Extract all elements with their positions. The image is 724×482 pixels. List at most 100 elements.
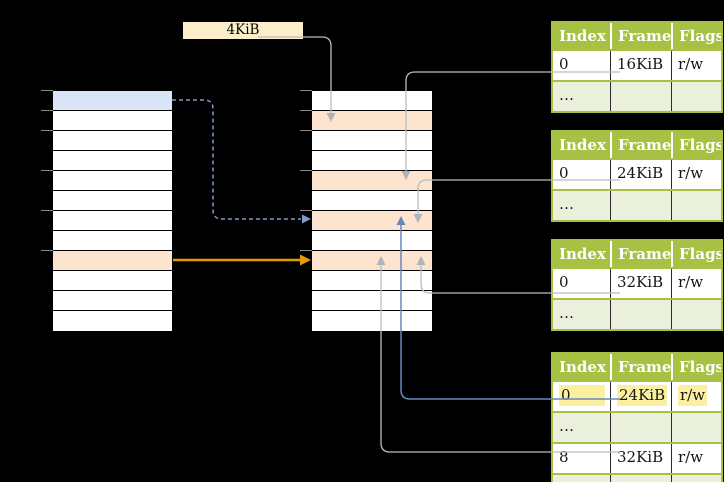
virtual-address-tick bbox=[41, 170, 53, 171]
virtual-memory-row-2 bbox=[53, 131, 172, 151]
virtual-memory-row-11 bbox=[53, 311, 172, 331]
entry-cell bbox=[610, 191, 671, 220]
physical-address-tick bbox=[300, 250, 312, 251]
page-table-entry: … bbox=[553, 80, 721, 111]
entry-cell bbox=[671, 191, 721, 220]
physical-memory-row-3 bbox=[312, 151, 432, 171]
page-table-entry: … bbox=[553, 298, 721, 329]
entry-cell: r/w bbox=[671, 444, 721, 473]
entry-cell: r/w bbox=[671, 382, 721, 411]
entry-cell: 0 bbox=[559, 55, 569, 73]
physical-address-tick bbox=[300, 130, 312, 131]
entry-cell bbox=[610, 475, 671, 482]
entry-cell: … bbox=[559, 195, 574, 213]
page-size-label: 4KiB bbox=[183, 22, 303, 39]
column-header-frame: Frame bbox=[610, 354, 671, 380]
virtual-address-tick bbox=[41, 210, 53, 211]
column-header-index: Index bbox=[559, 358, 606, 376]
highlighted-value: r/w bbox=[678, 385, 708, 406]
column-header-frame: Frame bbox=[610, 23, 671, 49]
column-header-index: Index bbox=[559, 136, 606, 154]
virtual-address-tick bbox=[41, 90, 53, 91]
virtual-memory-row-6 bbox=[53, 211, 172, 231]
entry-cell: … bbox=[559, 417, 574, 435]
page-table-entry: … bbox=[553, 411, 721, 442]
entry-cell: r/w bbox=[671, 51, 721, 80]
physical-memory-row-2 bbox=[312, 131, 432, 151]
physical-memory-row-9 bbox=[312, 271, 432, 291]
physical-memory-row-10 bbox=[312, 291, 432, 311]
entry-cell: 24KiB bbox=[610, 160, 671, 189]
physical-memory-row-7 bbox=[312, 231, 432, 251]
entry-cell: 0 bbox=[559, 273, 569, 291]
page-table-entry: … bbox=[553, 189, 721, 220]
physical-memory-row-4-orange bbox=[312, 171, 432, 191]
physical-memory-row-5 bbox=[312, 191, 432, 211]
virtual-memory-row-5 bbox=[53, 191, 172, 211]
virtual-address-tick bbox=[41, 110, 53, 111]
virtual-address-tick bbox=[41, 130, 53, 131]
virtual-memory-row-1 bbox=[53, 111, 172, 131]
entry-cell bbox=[671, 475, 721, 482]
virtual-memory-row-9 bbox=[53, 271, 172, 291]
virtual-memory-row-10 bbox=[53, 291, 172, 311]
entry-cell: 0 bbox=[559, 164, 569, 182]
virtual-memory-column bbox=[52, 90, 173, 332]
entry-cell: 8 bbox=[559, 448, 569, 466]
entry-cell: 24KiB bbox=[610, 382, 671, 411]
entry-cell bbox=[610, 82, 671, 111]
column-header-flags: Flags bbox=[671, 132, 721, 158]
arrowhead-right-icon bbox=[300, 254, 311, 266]
physical-memory-row-8-orange bbox=[312, 251, 432, 271]
column-header-frame: Frame bbox=[610, 241, 671, 267]
physical-memory-row-11 bbox=[312, 311, 432, 331]
highlighted-value: 24KiB bbox=[617, 385, 668, 406]
physical-memory-row-0 bbox=[312, 91, 432, 111]
physical-address-tick bbox=[300, 110, 312, 111]
entry-cell: r/w bbox=[671, 160, 721, 189]
virtual-memory-row-0-blue bbox=[53, 91, 172, 111]
entry-cell: r/w bbox=[671, 269, 721, 298]
physical-memory-column bbox=[311, 90, 433, 332]
arrowhead-right-icon bbox=[302, 214, 311, 224]
entry-cell bbox=[610, 413, 671, 442]
column-header-flags: Flags bbox=[671, 354, 721, 380]
virtual-address-tick bbox=[41, 250, 53, 251]
entry-cell bbox=[671, 413, 721, 442]
column-header-index: Index bbox=[559, 27, 606, 45]
column-header-flags: Flags bbox=[671, 241, 721, 267]
virtual-memory-row-4 bbox=[53, 171, 172, 191]
virtual-memory-row-7 bbox=[53, 231, 172, 251]
physical-memory-row-1-orange bbox=[312, 111, 432, 131]
page-table-entry: … bbox=[553, 473, 721, 482]
physical-address-tick bbox=[300, 170, 312, 171]
entry-cell bbox=[610, 300, 671, 329]
physical-address-tick bbox=[300, 90, 312, 91]
entry-cell: … bbox=[559, 86, 574, 104]
physical-address-tick bbox=[300, 210, 312, 211]
virtual-memory-row-8-orange bbox=[53, 251, 172, 271]
entry-cell: … bbox=[559, 304, 574, 322]
entry-cell: 16KiB bbox=[610, 51, 671, 80]
column-header-index: Index bbox=[559, 245, 606, 263]
virtual-blue-page-translation-arrow bbox=[172, 99, 301, 220]
physical-memory-row-6-orange bbox=[312, 211, 432, 231]
virtual-memory-row-3 bbox=[53, 151, 172, 171]
entry-cell bbox=[671, 82, 721, 111]
column-header-flags: Flags bbox=[671, 23, 721, 49]
column-header-frame: Frame bbox=[610, 132, 671, 158]
